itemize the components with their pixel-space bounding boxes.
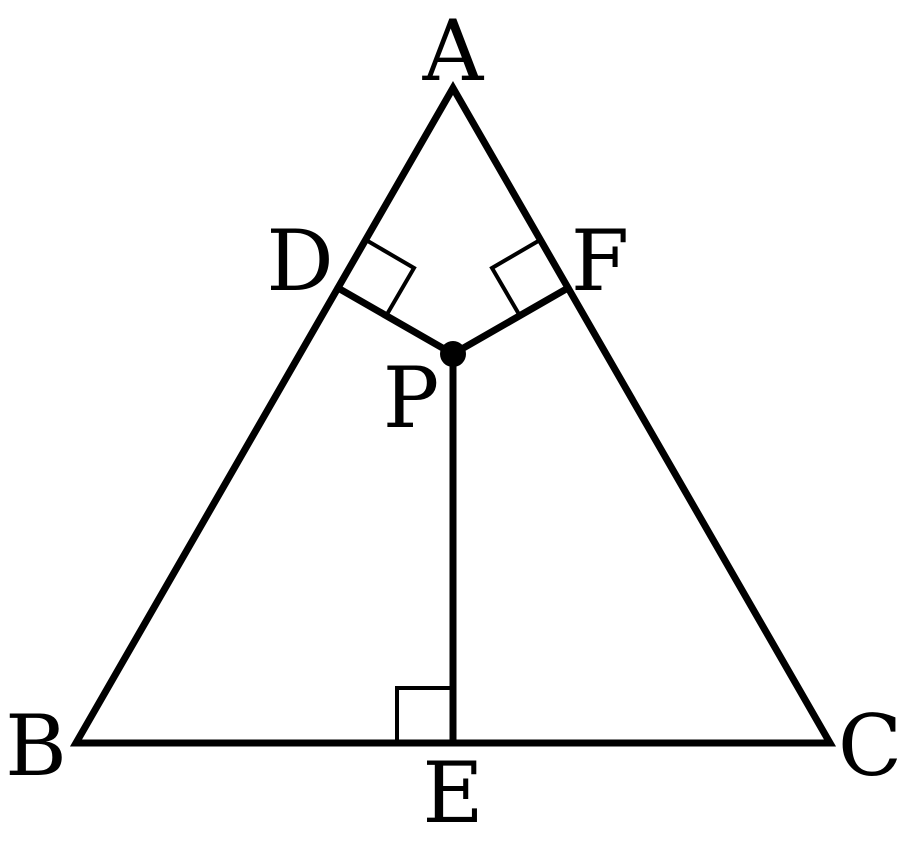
label-e: E [422, 744, 483, 842]
label-a: A [422, 2, 485, 100]
segment-pd [334, 284, 457, 358]
right-angle-mark-e [395, 686, 453, 743]
label-p: P [383, 349, 440, 447]
right-angle-mark-d [364, 238, 417, 318]
segment-pf [449, 284, 572, 358]
right-angle-mark-f [489, 238, 542, 318]
label-f: F [571, 212, 629, 310]
point-p-marker [440, 341, 466, 367]
label-d: D [266, 212, 333, 310]
label-b: B [5, 697, 67, 795]
label-c: C [838, 697, 899, 795]
